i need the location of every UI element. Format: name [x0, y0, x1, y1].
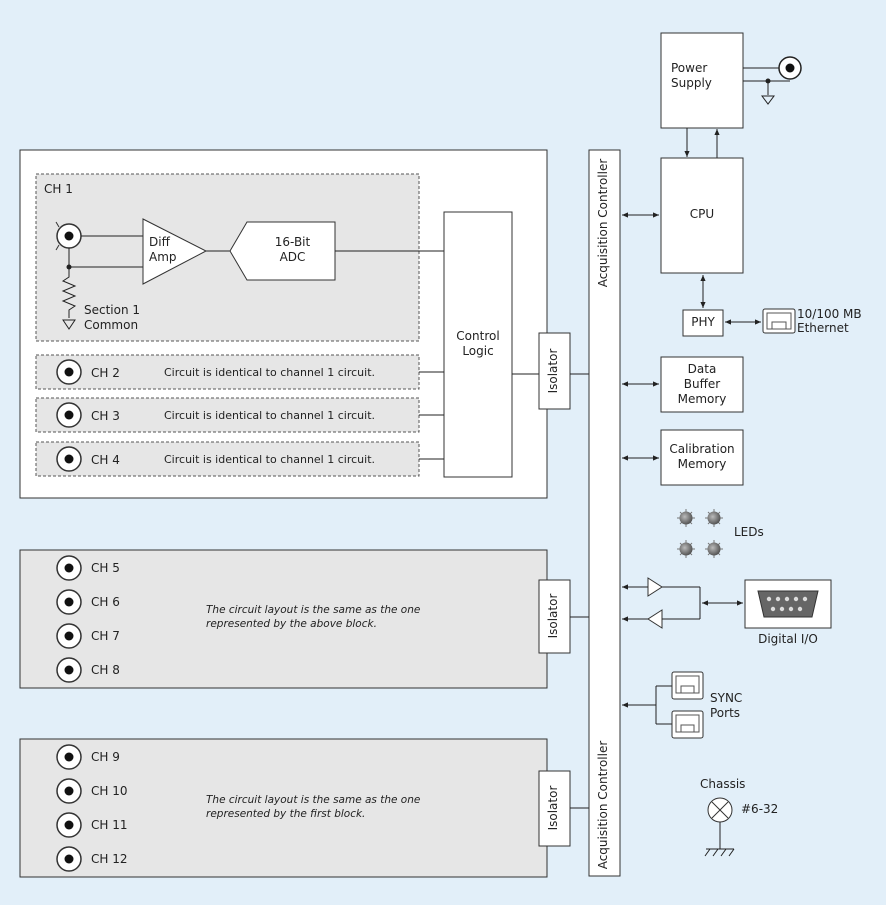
output-buffer-icon	[647, 577, 663, 597]
ethernet-label: 10/100 MB Ethernet	[797, 307, 862, 335]
ch10-connector-icon	[56, 778, 82, 804]
ch10-label: CH 10	[91, 784, 128, 798]
ch2-connector-icon	[56, 359, 82, 385]
phy-label: PHY	[691, 315, 715, 329]
diff-amp-label: Diff Amp	[149, 235, 177, 264]
block3-note: The circuit layout is the same as the on…	[206, 794, 421, 820]
sync-port-icon	[671, 671, 704, 739]
leds-label: LEDs	[734, 525, 764, 539]
ch4-note: Circuit is identical to channel 1 circui…	[164, 453, 376, 466]
block3-panel	[19, 738, 548, 878]
digital-io-label: Digital I/O	[758, 632, 818, 646]
calibration-label: Calibration Memory	[669, 442, 735, 471]
block2-panel	[19, 549, 548, 689]
sync-label: SYNC Ports	[710, 691, 743, 720]
ch11-connector-icon	[56, 812, 82, 838]
ch2-row	[35, 354, 420, 390]
control-logic-label: Control Logic	[456, 329, 500, 358]
ch3-connector-icon	[56, 402, 82, 428]
cpu-label: CPU	[689, 207, 715, 221]
ch9-connector-icon	[56, 744, 82, 770]
ch7-connector-icon	[56, 623, 82, 649]
isolator3-box	[538, 770, 571, 847]
ethernet-port-icon	[762, 308, 796, 334]
acquisition-controller-label-top: Acquisition Controller	[596, 158, 610, 288]
ch3-label: CH 3	[91, 409, 120, 423]
ch9-label: CH 9	[91, 750, 120, 764]
resistor-icon	[61, 267, 77, 318]
acquisition-controller-label-bottom: Acquisition Controller	[596, 740, 610, 870]
ch3-row	[35, 397, 420, 433]
cpu-box	[660, 157, 744, 274]
phy-box	[682, 309, 724, 337]
ch3-note: Circuit is identical to channel 1 circui…	[164, 409, 376, 422]
ch5-connector-icon	[56, 555, 82, 581]
power-supply-box	[660, 32, 744, 129]
control-logic-box	[443, 211, 513, 478]
chassis-label: Chassis	[700, 777, 746, 791]
ch6-connector-icon	[56, 589, 82, 615]
ch6-label: CH 6	[91, 595, 120, 609]
ch11-label: CH 11	[91, 818, 128, 832]
ch1-section	[35, 173, 420, 342]
calibration-box	[660, 429, 744, 486]
section-common-label: Section 1 Common	[84, 303, 141, 332]
data-buffer-box	[660, 356, 744, 413]
ground-symbol-icon	[62, 319, 76, 330]
ch7-label: CH 7	[91, 629, 120, 643]
ch5-label: CH 5	[91, 561, 120, 575]
psu-ground-icon	[761, 95, 775, 105]
data-buffer-label: Data Buffer Memory	[677, 362, 727, 406]
ch4-label: CH 4	[91, 453, 120, 467]
ch2-label: CH 2	[91, 366, 120, 380]
isolator2-box	[538, 579, 571, 654]
led-icon	[677, 509, 723, 558]
db9-connector-icon	[744, 579, 832, 629]
chassis-ground-icon	[704, 797, 735, 857]
ch8-connector-icon	[56, 657, 82, 683]
isolator1-box	[538, 332, 571, 410]
isolator1-label: Isolator	[546, 348, 560, 394]
ch8-label: CH 8	[91, 663, 120, 677]
ch12-label: CH 12	[91, 852, 128, 866]
ch12-connector-icon	[56, 846, 82, 872]
power-jack-icon	[768, 56, 802, 82]
block2-note: The circuit layout is the same as the on…	[206, 604, 421, 630]
adc-label: 16-Bit ADC	[274, 235, 311, 264]
isolator3-label: Isolator	[546, 785, 560, 831]
acquisition-controller-bus	[588, 149, 621, 877]
isolator2-label: Isolator	[546, 593, 560, 639]
input-buffer-icon	[647, 609, 663, 629]
ch2-note: Circuit is identical to channel 1 circui…	[164, 366, 376, 379]
power-supply-label: Power Supply	[671, 61, 712, 90]
ch1-label: CH 1	[44, 182, 73, 196]
diff-amp-icon	[142, 218, 208, 285]
chassis-screw-label: #6-32	[741, 802, 779, 816]
ch4-connector-icon	[56, 446, 82, 472]
